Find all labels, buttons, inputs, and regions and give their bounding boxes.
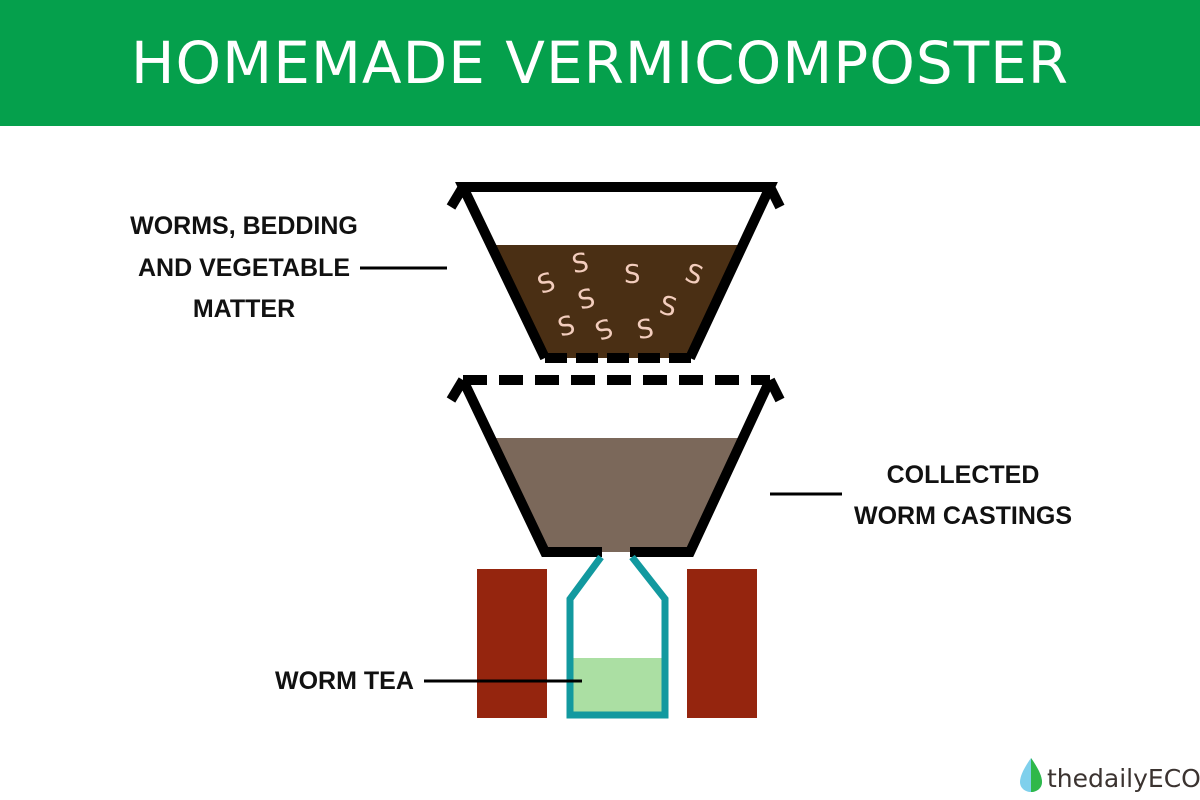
leaf-drop-icon-green: [1031, 758, 1042, 792]
label-text: WORM TEA: [275, 667, 414, 695]
bottom-bin: [446, 375, 785, 557]
label-line-2: AND VEGETABLE: [138, 254, 350, 282]
castings-fill: [491, 438, 743, 552]
label-worm-castings: COLLECTED WORM CASTINGS: [770, 461, 1072, 530]
label-line-1: COLLECTED: [887, 461, 1040, 489]
top-bin-outline: [455, 182, 778, 361]
bedding-fill: [490, 245, 744, 358]
worm: S: [555, 310, 579, 343]
label-line-1: WORMS, BEDDING: [130, 212, 358, 240]
collection-bottle: [566, 554, 669, 719]
label-worm-tea: WORM TEA: [275, 667, 582, 695]
thedailyeco-logo: thedailyECO: [1020, 758, 1200, 793]
page-title: HOMEMADE VERMICOMPOSTER: [130, 29, 1070, 97]
worm: S: [624, 260, 641, 290]
worm: S: [635, 314, 656, 346]
top-bin: S S S S S S S S S: [446, 182, 785, 363]
worm: S: [656, 290, 680, 323]
bottom-bin-right-wall: [630, 377, 775, 557]
label-line-2: WORM CASTINGS: [854, 502, 1072, 530]
left-brick: [477, 569, 547, 718]
top-bin-right-hook: [765, 184, 785, 210]
title-banner: HOMEMADE VERMICOMPOSTER: [0, 0, 1200, 126]
logo-text: thedailyECO: [1047, 764, 1200, 793]
top-bin-left-hook: [446, 184, 468, 210]
bottom-bin-left-wall: [458, 377, 602, 557]
bottom-bin-right-hook: [765, 377, 785, 403]
bottom-bin-left-hook: [446, 377, 468, 403]
label-worms-bedding: WORMS, BEDDING AND VEGETABLE MATTER: [130, 212, 447, 323]
worm: S: [570, 248, 591, 280]
worm: S: [575, 283, 599, 316]
worm-tea-liquid: [573, 658, 662, 712]
right-brick: [687, 569, 757, 718]
bottle-outline: [566, 554, 669, 719]
label-line-3: MATTER: [193, 295, 295, 323]
